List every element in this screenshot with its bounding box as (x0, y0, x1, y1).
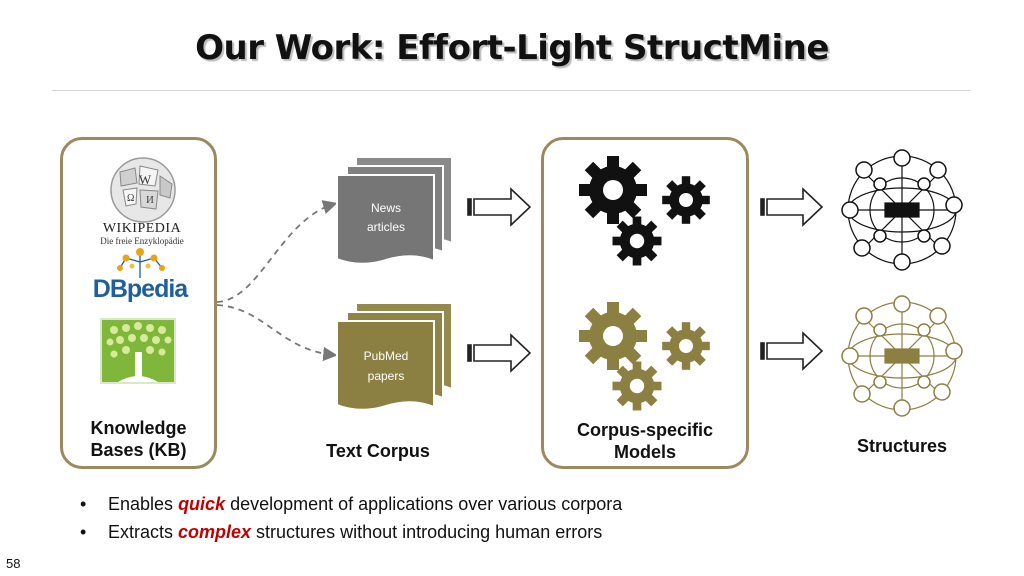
kb-to-pubmed-arrow (216, 304, 338, 362)
bullet-1-before: Enables (108, 494, 179, 514)
title-divider (52, 90, 970, 91)
text-corpus-label: Text Corpus (326, 441, 430, 461)
news-model-gears-icon (579, 156, 710, 266)
svg-text:И: И (146, 194, 154, 206)
news-structure-network-icon (841, 149, 963, 271)
models-label-line1: Corpus-specific (576, 420, 714, 440)
pubmed-to-model-arrow (467, 333, 532, 373)
pubmed-papers-stack (336, 302, 453, 411)
bullet-1-after: development of applications over various… (225, 494, 623, 514)
svg-text:W: W (139, 172, 152, 187)
model-to-structure-arrow-bottom (760, 331, 824, 371)
bullet-glyph: • (80, 494, 87, 514)
bullet-glyph: • (80, 522, 87, 542)
page-number: 58 (6, 556, 21, 571)
kb-label: Knowledge Bases (KB) (62, 417, 215, 461)
dbpedia-wordmark: DBpedia (92, 275, 188, 303)
bullet-item-1: • Enables quick development of applicati… (80, 490, 622, 518)
bullet-2-before: Extracts (108, 522, 179, 542)
models-label: Corpus-specific Models (543, 419, 747, 463)
kb-label-line2: Bases (KB) (90, 440, 187, 460)
bullet-2-emphasis: complex (178, 522, 252, 542)
news-to-model-arrow (467, 187, 532, 227)
news-line2: articles (367, 220, 405, 234)
bullet-item-2: • Extracts complex structures without in… (80, 518, 622, 546)
wikipedia-wordmark: WIKIPEDIA (102, 221, 182, 236)
knowledge-tree-icon (100, 318, 176, 384)
slide-title: Our Work: Effort-Light StructMine (195, 28, 829, 68)
wikipedia-tagline: Die freie Enzyklopädie (100, 236, 184, 246)
pubmed-line1: PubMed (364, 349, 409, 363)
kb-to-news-arrow (216, 200, 338, 303)
svg-text:Ω: Ω (127, 193, 134, 204)
bullet-2-after: structures without introducing human err… (251, 522, 603, 542)
news-articles-stack (336, 156, 453, 265)
pubmed-structure-network-icon (841, 295, 963, 417)
wikipedia-globe-icon: W Ω И (110, 157, 176, 223)
news-line1: News (371, 201, 401, 215)
models-frame (541, 137, 749, 469)
model-to-structure-arrow-top (760, 187, 824, 227)
kb-label-line1: Knowledge (90, 418, 187, 438)
bullet-list: • Enables quick development of applicati… (80, 490, 622, 546)
kb-frame (60, 137, 217, 469)
pubmed-model-gears-icon (579, 302, 710, 411)
dbpedia-graph-icon (117, 248, 165, 278)
structures-label: Structures (856, 436, 948, 456)
bullet-text-2: Extracts complex structures without intr… (108, 518, 602, 546)
pubmed-line2: papers (368, 369, 405, 383)
bullet-text-1: Enables quick development of application… (108, 490, 622, 518)
bullet-1-emphasis: quick (178, 494, 226, 514)
models-label-line2: Models (613, 442, 676, 462)
